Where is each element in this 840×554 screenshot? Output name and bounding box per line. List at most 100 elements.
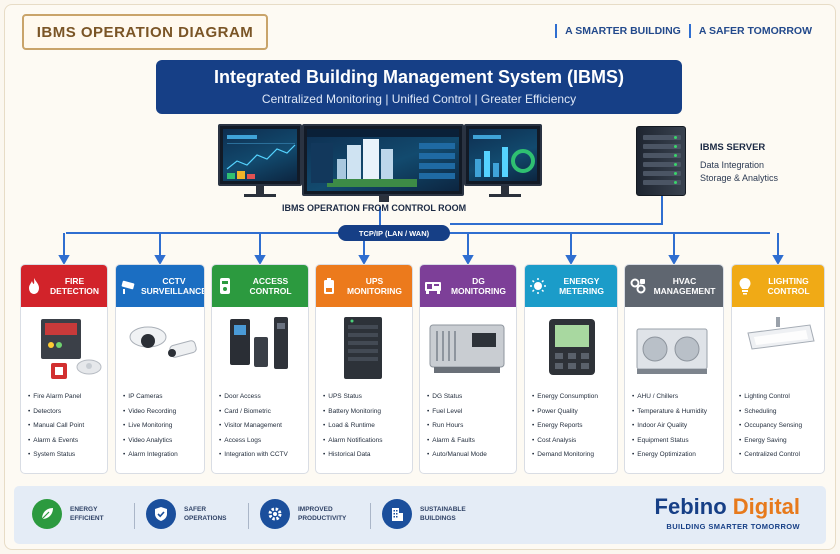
leaf-icon [32, 499, 62, 529]
lightbulb-icon [736, 277, 754, 295]
flame-icon [25, 277, 43, 295]
brand-name: Febino Digital [655, 494, 800, 520]
list-item: Energy Saving [739, 434, 802, 449]
system-title-line: CCTV [162, 275, 186, 286]
list-item: Lighting Control [739, 390, 802, 405]
list-item: Alarm Integration [123, 448, 178, 463]
monitor-center [302, 124, 464, 202]
list-item: Temperature & Humidity [632, 405, 707, 420]
system-title-line: ENERGY [563, 275, 600, 286]
feature-list: IP CamerasVideo RecordingLive Monitoring… [123, 390, 178, 463]
system-title-line: DG [472, 275, 485, 286]
access-card-icon [216, 277, 234, 295]
monitor-left [218, 124, 302, 197]
server-rack [636, 126, 686, 196]
brand-name-digital: Digital [732, 494, 800, 519]
list-item: Access Logs [219, 434, 288, 449]
benefit-line: PRODUCTIVITY [298, 515, 347, 522]
equipment-illustration [324, 315, 402, 383]
benefit-label: IMPROVED PRODUCTIVITY [298, 505, 360, 523]
list-item: IP Cameras [123, 390, 178, 405]
equipment-illustration [533, 315, 611, 383]
list-item: Run Hours [427, 419, 487, 434]
building-dashboard-graphic [307, 129, 459, 187]
server-line-integration: Data Integration [700, 160, 765, 170]
system-card: LIGHTINGCONTROLLighting ControlSchedulin… [731, 264, 825, 474]
system-title-line: DETECTION [49, 286, 100, 296]
list-item: Door Access [219, 390, 288, 405]
tagline-smarter: A SMARTER BUILDING [565, 25, 681, 37]
list-item: Alarm Notifications [323, 434, 382, 449]
hvac-gear-icon [629, 277, 647, 295]
tagline: A SMARTER BUILDING A SAFER TOMORROW [555, 24, 812, 38]
list-item: Energy Optimization [632, 448, 707, 463]
monitor-right [464, 124, 542, 197]
network-label: TCP/IP (LAN / WAN) [338, 225, 450, 241]
system-title-line: METERING [559, 286, 604, 296]
system-title-line: SURVEILLANCE [141, 286, 205, 296]
feature-list: DG StatusFuel LevelRun HoursAlarm & Faul… [427, 390, 487, 463]
list-item: Alarm & Faults [427, 434, 487, 449]
list-item: Cost Analysis [532, 434, 598, 449]
system-title-line: MONITORING [450, 286, 507, 296]
arrow-down-icon [58, 255, 70, 266]
system-card: ENERGYMETERINGEnergy ConsumptionPower Qu… [524, 264, 618, 474]
list-item: Fuel Level [427, 405, 487, 420]
diagram-title: IBMS OPERATION DIAGRAM [22, 14, 268, 50]
divider [555, 24, 558, 38]
benefit-line: SUSTAINABLE [420, 506, 466, 513]
list-item: Video Analytics [123, 434, 178, 449]
list-item: Historical Data [323, 448, 382, 463]
system-title-line: MONITORING [346, 286, 403, 296]
system-title-line: CONTROL [249, 286, 292, 296]
system-title-line: UPS [365, 275, 384, 286]
brand-logo: Febino Digital BUILDING SMARTER TOMORROW [655, 494, 800, 531]
list-item: Battery Monitoring [323, 405, 382, 420]
benefit-line: ENERGY [70, 506, 98, 513]
list-item: Load & Runtime [323, 419, 382, 434]
battery-icon [320, 277, 338, 295]
equipment-illustration [29, 315, 107, 383]
divider [134, 503, 135, 529]
list-item: Energy Reports [532, 419, 598, 434]
arrow-down-icon [462, 255, 474, 266]
divider [370, 503, 371, 529]
list-item: Live Monitoring [123, 419, 178, 434]
benefit-line: IMPROVED [298, 506, 333, 513]
list-item: AHU / Chillers [632, 390, 707, 405]
system-title-line: FIRE [64, 275, 85, 286]
system-title-line: LIGHTING [768, 275, 809, 286]
arrow-down-icon [772, 255, 784, 266]
arrow-down-icon [358, 255, 370, 266]
list-item: Detectors [28, 405, 84, 420]
brand-name-febino: Febino [654, 494, 733, 519]
system-title-line: CONTROL [767, 286, 810, 296]
server-title: IBMS SERVER [700, 142, 766, 153]
brand-tagline: BUILDING SMARTER TOMORROW [666, 522, 800, 531]
dashboard-graphic [226, 135, 296, 179]
list-item: Card / Biometric [219, 405, 288, 420]
equipment-illustration [220, 315, 298, 383]
building-icon [382, 499, 412, 529]
system-card: FIREDETECTIONFire Alarm PanelDetectorsMa… [20, 264, 108, 474]
system-title-line: HVAC [672, 275, 697, 286]
list-item: Equipment Status [632, 434, 707, 449]
banner-title: Integrated Building Management System (I… [213, 67, 625, 87]
